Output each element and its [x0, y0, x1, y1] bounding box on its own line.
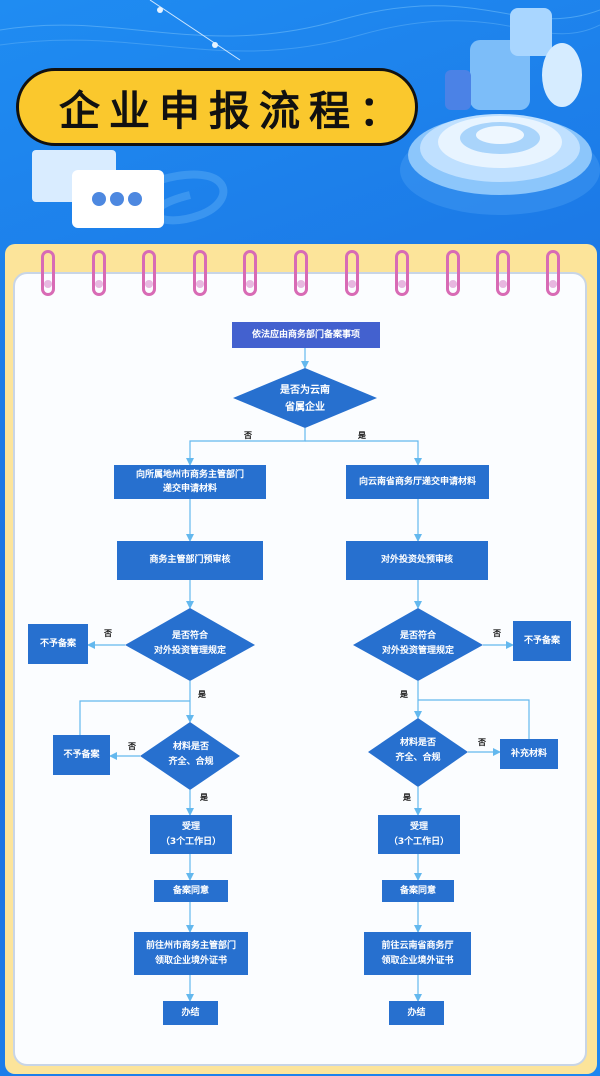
- right-collect-box: 前往云南省商务厅领取企业境外证书: [364, 932, 471, 975]
- bubble-dot-icon: [128, 192, 142, 206]
- decision-diamond: [353, 608, 483, 681]
- decision-diamond: [368, 718, 468, 787]
- right-materials-decision-label: 材料是否齐全、合规: [395, 738, 441, 764]
- binder-ring-icon: [345, 250, 359, 296]
- title-pill: 企业申报流程：: [16, 68, 418, 146]
- right-supplement-box: 补充材料: [500, 739, 558, 769]
- decision-diamond: [233, 368, 377, 428]
- decision-main-label: 是否为云南省属企业: [280, 385, 330, 413]
- binder-ring-icon: [496, 250, 510, 296]
- yes-label: 是: [198, 690, 206, 699]
- no-label: 否: [104, 629, 112, 638]
- no-label: 否: [493, 629, 501, 638]
- left-accept-box: 受理（3个工作日）: [150, 815, 232, 854]
- left-agree-box: 备案同意: [154, 880, 228, 902]
- binder-ring-icon: [243, 250, 257, 296]
- left-reject-materials-box: 不予备案: [53, 735, 110, 775]
- binder-ring-icon: [193, 250, 207, 296]
- yes-label: 是: [200, 793, 208, 802]
- left-prereview-box: 商务主管部门预审核: [117, 541, 263, 580]
- left-submit-box: 向所属地州市商务主管部门递交申请材料: [114, 465, 266, 499]
- right-reject-rules-box: 不予备案: [513, 621, 571, 661]
- left-materials-decision-label: 材料是否齐全、合规: [168, 742, 214, 768]
- no-label: 否: [128, 742, 136, 751]
- right-done-box: 办结: [389, 1001, 444, 1025]
- header-banner: 企业申报流程：: [0, 0, 600, 250]
- binder-ring-icon: [92, 250, 106, 296]
- decision-diamond: [125, 608, 255, 681]
- bubble-dot-icon: [92, 192, 106, 206]
- yes-label: 是: [358, 431, 366, 440]
- no-label: 否: [478, 738, 486, 747]
- binder-ring-icon: [294, 250, 308, 296]
- left-reject-rules-box: 不予备案: [28, 624, 88, 664]
- page-title: 企业申报流程：: [59, 87, 409, 135]
- right-submit-box: 向云南省商务厅递交申请材料: [346, 465, 489, 499]
- bubble-dot-icon: [110, 192, 124, 206]
- right-rules-decision-label: 是否符合对外投资管理规定: [381, 631, 454, 657]
- decision-diamond: [140, 722, 240, 790]
- right-agree-box: 备案同意: [382, 880, 454, 902]
- left-done-box: 办结: [163, 1001, 218, 1025]
- left-rules-decision-label: 是否符合对外投资管理规定: [153, 631, 226, 657]
- binder-ring-icon: [446, 250, 460, 296]
- binder-ring-icon: [142, 250, 156, 296]
- right-prereview-box: 对外投资处预审核: [346, 541, 488, 580]
- start-box: 依法应由商务部门备案事项: [232, 322, 380, 348]
- right-accept-box: 受理（3个工作日）: [378, 815, 460, 854]
- yes-label: 是: [400, 690, 408, 699]
- header-decoration: [0, 0, 600, 225]
- yes-label: 是: [403, 793, 411, 802]
- binder-ring-icon: [546, 250, 560, 296]
- binder-ring-icon: [41, 250, 55, 296]
- no-label: 否: [244, 431, 252, 440]
- binder-ring-icon: [395, 250, 409, 296]
- left-collect-box: 前往州市商务主管部门领取企业境外证书: [134, 932, 248, 975]
